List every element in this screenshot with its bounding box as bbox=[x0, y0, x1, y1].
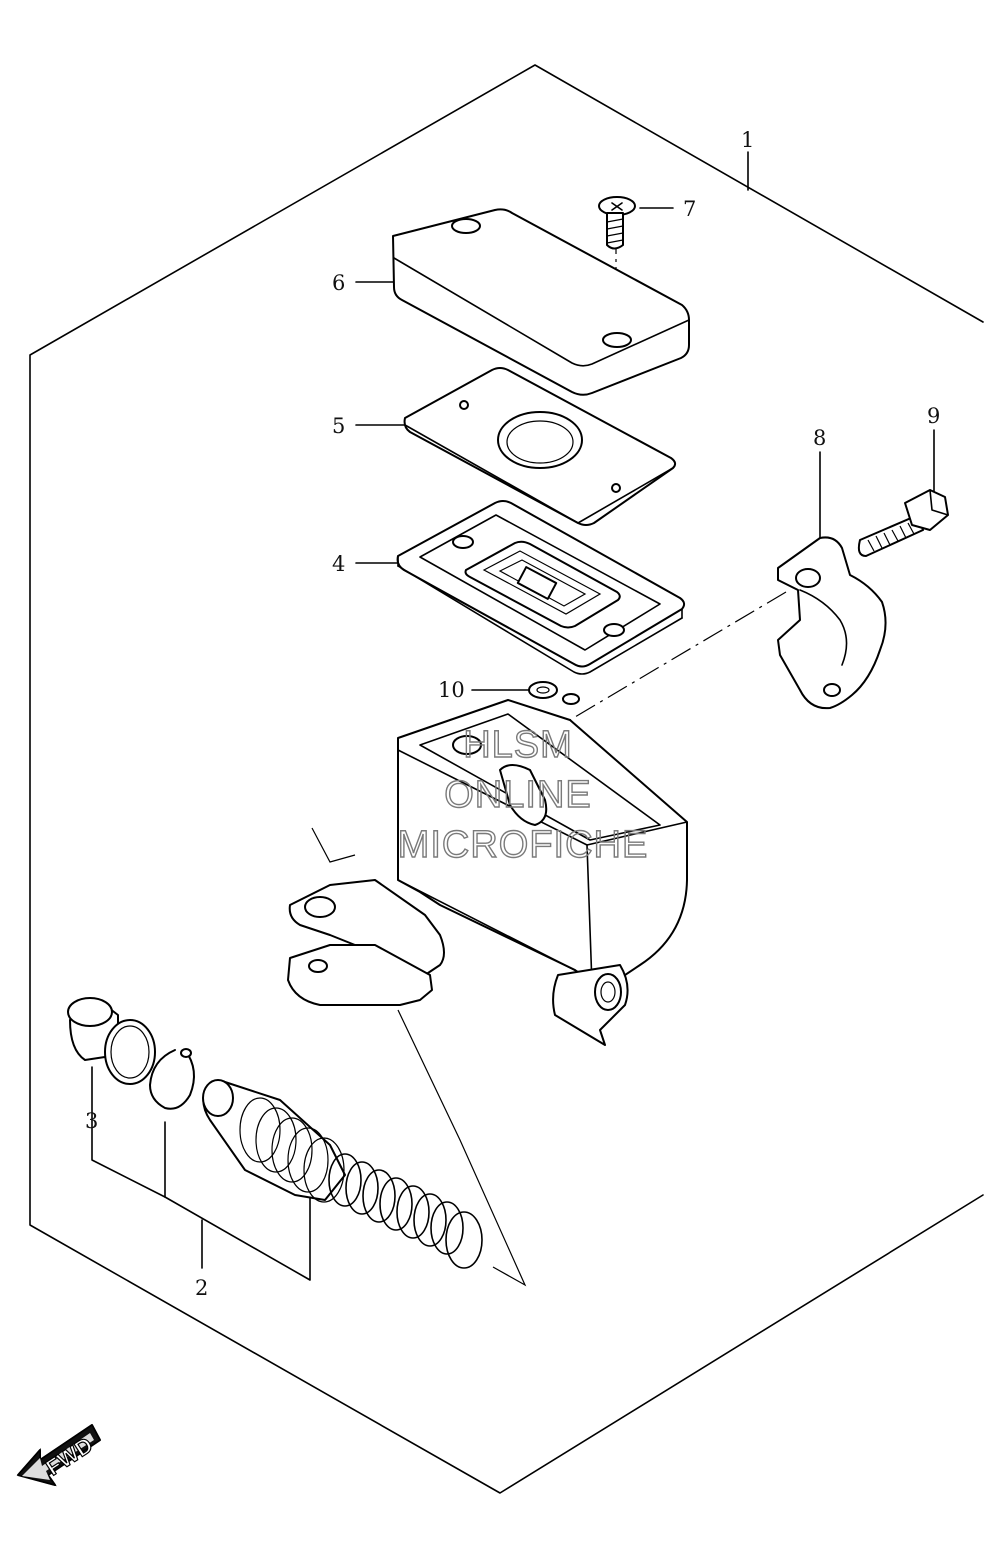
watermark-line-1: HLSM bbox=[463, 724, 573, 766]
callout-8: 8 bbox=[813, 426, 826, 450]
boot-part-3 bbox=[67, 997, 195, 1110]
master-cylinder-body bbox=[287, 699, 688, 1046]
piston-spring-part-2 bbox=[202, 1079, 483, 1269]
washer-part-10 bbox=[528, 681, 580, 705]
callout-6: 6 bbox=[332, 271, 345, 295]
callout-3: 3 bbox=[85, 1109, 98, 1133]
callout-1: 1 bbox=[741, 128, 754, 152]
diaphragm-plate-part-5 bbox=[403, 367, 677, 526]
callout-7: 7 bbox=[683, 197, 696, 221]
watermark-line-3: MICROFICHE bbox=[398, 824, 649, 866]
watermark: HLSM ONLINE MICROFICHE bbox=[397, 723, 649, 866]
callout-10: 10 bbox=[438, 678, 465, 702]
assembly-boundary bbox=[29, 64, 984, 1494]
bolt-part-9 bbox=[857, 489, 949, 557]
callout-4: 4 bbox=[332, 552, 345, 576]
callout-5: 5 bbox=[332, 414, 345, 438]
callout-2: 2 bbox=[195, 1276, 208, 1300]
screw-part-7 bbox=[598, 196, 636, 250]
watermark-line-2: ONLINE bbox=[444, 774, 591, 816]
clamp-part-8 bbox=[777, 536, 887, 710]
callout-9: 9 bbox=[927, 404, 940, 428]
fwd-direction-arrow: FWD bbox=[16, 1423, 101, 1487]
callout-labels: 1 7 6 5 4 8 9 10 3 2 bbox=[85, 128, 940, 1300]
diaphragm-part-4 bbox=[396, 500, 686, 675]
leader-lines bbox=[91, 151, 935, 1287]
reservoir-cap-part-6 bbox=[392, 208, 690, 396]
